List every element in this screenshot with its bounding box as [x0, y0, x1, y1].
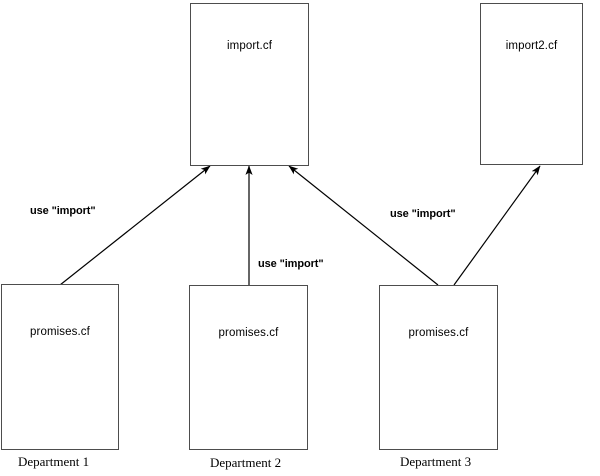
edge-dept1-to-import — [59, 165, 211, 286]
edge-label-2: use "import" — [258, 258, 324, 270]
node-import-cf[interactable]: import.cf — [190, 3, 309, 166]
caption-dept3: Department 3 — [400, 454, 472, 469]
node-label-import2-cf: import2.cf — [505, 40, 558, 52]
edge-label-1: use "import" — [30, 205, 96, 217]
node-promises-cf-dept3[interactable]: promises.cf — [379, 285, 498, 450]
node-label-promises-cf-dept1: promises.cf — [30, 326, 90, 338]
node-promises-cf-dept1[interactable]: promises.cf — [1, 284, 119, 450]
node-label-promises-cf-dept2: promises.cf — [218, 327, 279, 339]
node-label-promises-cf-dept3: promises.cf — [408, 327, 469, 339]
node-label-import-cf: import.cf — [227, 40, 272, 52]
caption-dept1: Department 1 — [18, 454, 90, 469]
node-import2-cf[interactable]: import2.cf — [480, 3, 583, 165]
caption-dept2: Department 2 — [210, 455, 282, 470]
node-promises-cf-dept2[interactable]: promises.cf — [189, 285, 308, 450]
edge-dept3-to-import2 — [453, 165, 541, 286]
edge-label-3: use "import" — [390, 208, 456, 220]
